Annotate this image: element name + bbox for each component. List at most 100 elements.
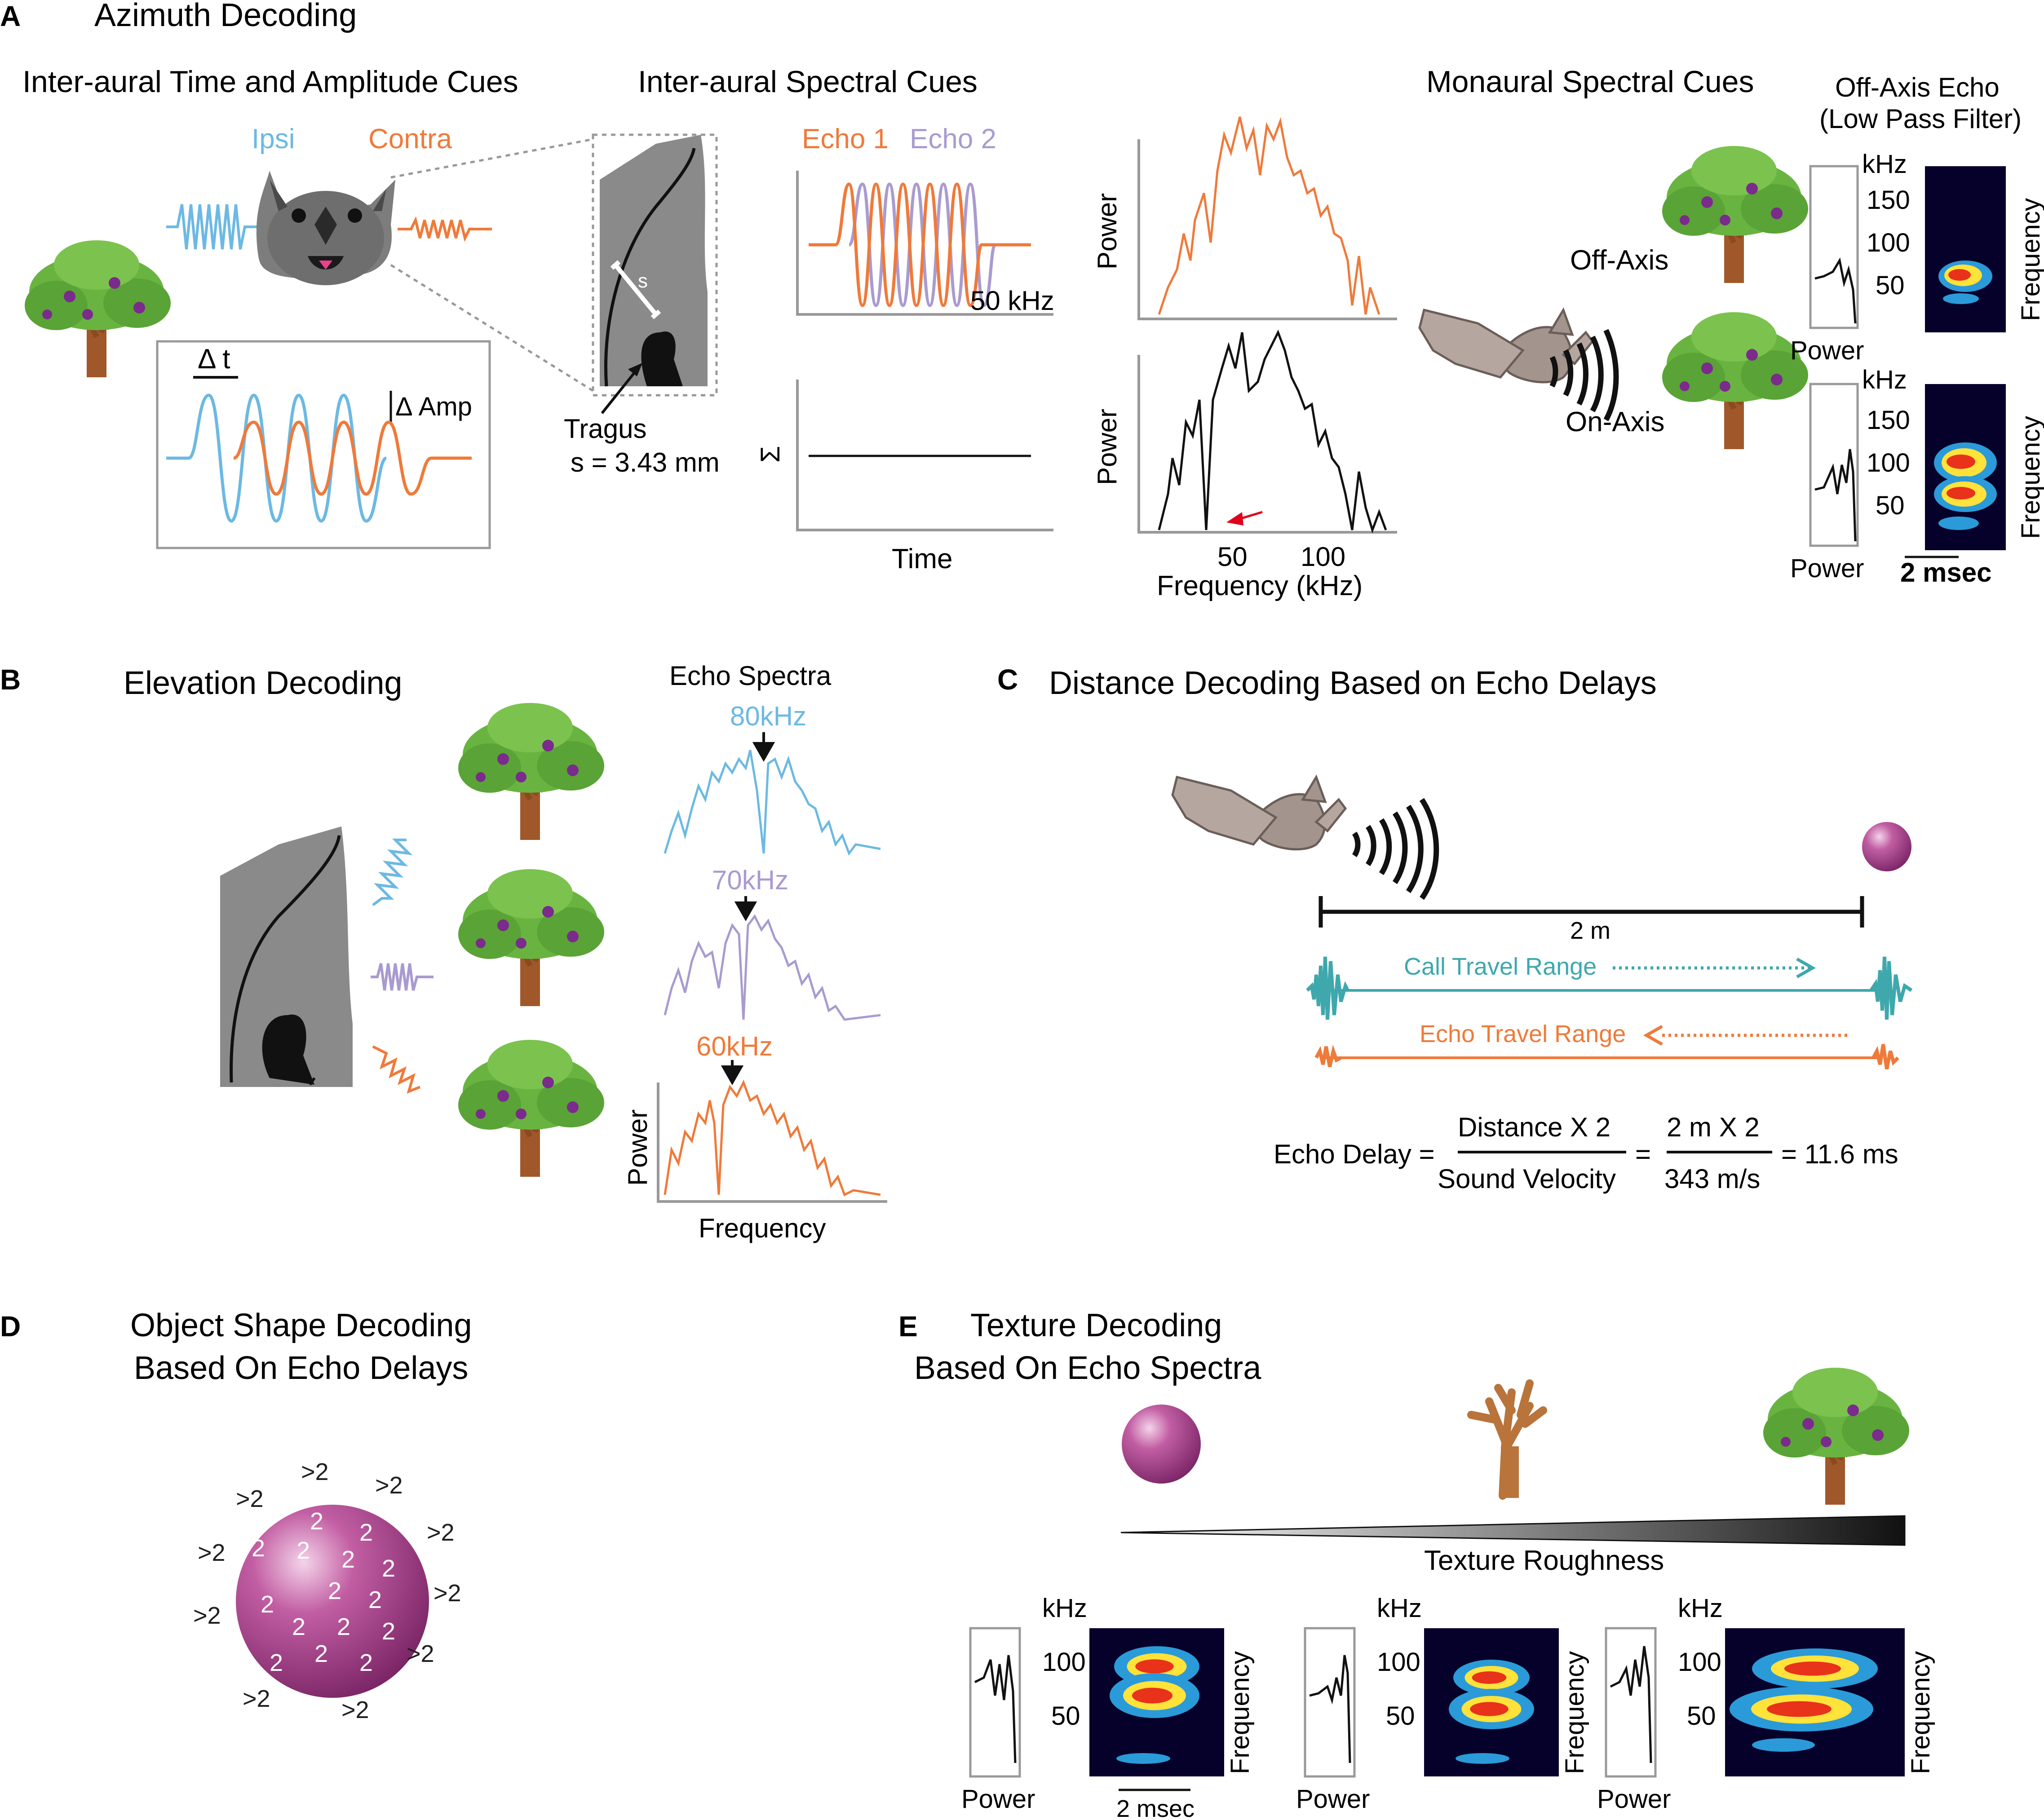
power-box: [1304, 1627, 1356, 1778]
eq-lhs: Echo Delay =: [1274, 1139, 1435, 1169]
off-axis-label: Off-Axis: [1570, 245, 1668, 276]
onaxis-power-box: [1809, 383, 1859, 547]
offaxis-tick-100: 100: [1867, 228, 1910, 257]
notch-60-arrow: [721, 1060, 744, 1086]
power-label-top: Power: [1092, 193, 1122, 269]
notch-60: 60kHz: [696, 1031, 773, 1061]
tick-100-label: 100: [1042, 1648, 1086, 1677]
onaxis-spectrogram: [1925, 384, 2006, 550]
spectrogram-blob: [1767, 1701, 1832, 1717]
eq-result: = 11.6 ms: [1781, 1139, 1898, 1169]
eq-num1: Distance X 2: [1458, 1112, 1610, 1142]
wave-80: [372, 839, 413, 906]
tree-icon-b1: [458, 703, 604, 840]
call-range-label: Call Travel Range: [1404, 953, 1597, 980]
call-pulse-right: [1869, 956, 1913, 1020]
on-axis-label: On-Axis: [1566, 406, 1664, 437]
inner-delay-label: 2: [328, 1577, 341, 1604]
bat-icon-c: [1172, 777, 1345, 849]
inner-delay-label: 2: [314, 1640, 328, 1667]
sphere-icon-c: [1862, 822, 1911, 871]
onaxis-tick-150: 150: [1867, 406, 1910, 435]
ipsi-wave: [166, 204, 258, 250]
power-label: Power: [1296, 1785, 1370, 1814]
tree-icon-e: [1763, 1368, 1909, 1505]
spectrum-axes-top: [1137, 139, 1397, 320]
spectrogram-blob: [1132, 1687, 1172, 1704]
spectrogram-blob: [1752, 1738, 1815, 1752]
outer-delay-label: >2: [407, 1640, 434, 1667]
echo1-wave: [809, 182, 1031, 307]
notch-70: 70kHz: [712, 865, 788, 895]
echo1-label: Echo 1: [802, 124, 889, 155]
offaxis-tick-150: 150: [1867, 186, 1910, 215]
tree-icon-b2: [458, 869, 604, 1006]
offaxis-spectrogram: [1925, 166, 2006, 332]
outer-delay-label: >2: [427, 1519, 455, 1546]
call-pulse-left: [1306, 956, 1349, 1020]
sound-waves-icon: [1549, 329, 1619, 421]
outer-delay-label: >2: [434, 1580, 461, 1607]
echo-pulse-right: [1871, 1044, 1899, 1069]
sum-axes: [796, 380, 1053, 531]
panel-d-title-1: Object Shape Decoding: [130, 1308, 472, 1343]
spectrum-80: [664, 750, 881, 856]
onaxis-power: Power: [1790, 554, 1864, 583]
echo-range-label: Echo Travel Range: [1420, 1020, 1626, 1047]
eq-den2: 343 m/s: [1664, 1164, 1760, 1194]
s-value: s = 3.43 mm: [571, 447, 720, 477]
spectrum-b-ylabel: Power: [623, 1109, 653, 1186]
spectrogram-blob: [1116, 1753, 1170, 1764]
spectral-heading: Inter-aural Spectral Cues: [638, 65, 978, 99]
outer-labels: >2>2>2>2>2>2>2>2>2>2: [193, 1458, 461, 1723]
inner-delay-label: 2: [382, 1555, 395, 1582]
bat-head-icon: [256, 171, 395, 285]
outer-delay-label: >2: [193, 1602, 221, 1629]
offaxis-power-trace: [1814, 257, 1857, 324]
spectrum-top: [1158, 116, 1380, 315]
bare-tree-icon: [1471, 1383, 1543, 1498]
texture-spectra: kHz10050PowerFrequencykHz10050PowerFrequ…: [961, 1594, 1935, 1814]
tree-icon: [25, 240, 171, 377]
outer-delay-label: >2: [341, 1696, 369, 1723]
ear-icon: [600, 135, 708, 387]
wave-60: [372, 1045, 421, 1094]
contra-itd-wave: [233, 420, 472, 496]
eq-num2: 2 m X 2: [1667, 1112, 1760, 1142]
inner-delay-label: 2: [296, 1537, 310, 1564]
offaxis-frequency: Frequency: [2016, 198, 2044, 321]
monaural-heading: Monaural Spectral Cues: [1426, 65, 1754, 99]
roughness-wedge: [1120, 1515, 1906, 1546]
echo-pulse-left: [1314, 1044, 1342, 1067]
inner-delay-label: 2: [292, 1613, 305, 1640]
s-label: s: [638, 270, 648, 292]
onaxis-tick-50: 50: [1876, 491, 1905, 520]
tragus-arrowhead: [628, 363, 642, 376]
echo-spectra-title: Echo Spectra: [669, 661, 832, 691]
tree-icon-onaxis: [1662, 312, 1808, 449]
frequency-label: Frequency: [1560, 1651, 1589, 1774]
itd-box: [156, 340, 491, 549]
roughness-label: Texture Roughness: [1424, 1545, 1664, 1576]
bat-icon: [1420, 310, 1593, 382]
distance-label: 2 m: [1570, 917, 1610, 944]
notch-arrow: [1239, 511, 1263, 520]
inner-delay-label: 2: [310, 1508, 323, 1535]
power-trace: [974, 1655, 1017, 1763]
panel-d-letter: D: [0, 1310, 21, 1343]
onaxis-scale: 2 msec: [1900, 557, 1992, 588]
call-arrowhead: [1796, 957, 1816, 979]
onaxis-khz: kHz: [1862, 365, 1907, 394]
panel-c-letter: C: [997, 663, 1018, 696]
sphere-icon-e: [1122, 1405, 1201, 1484]
notch-70-arrow: [734, 896, 757, 922]
offaxis-power-box: [1809, 165, 1859, 329]
panel-b-letter: B: [0, 663, 21, 696]
panel-a-title: Azimuth Decoding: [94, 0, 357, 33]
spectrum-bottom: [1158, 329, 1387, 534]
power-label: Power: [1597, 1785, 1671, 1814]
spectrum-b-xlabel: Frequency: [699, 1213, 826, 1243]
panel-e-title-2: Based On Echo Spectra: [914, 1350, 1261, 1386]
